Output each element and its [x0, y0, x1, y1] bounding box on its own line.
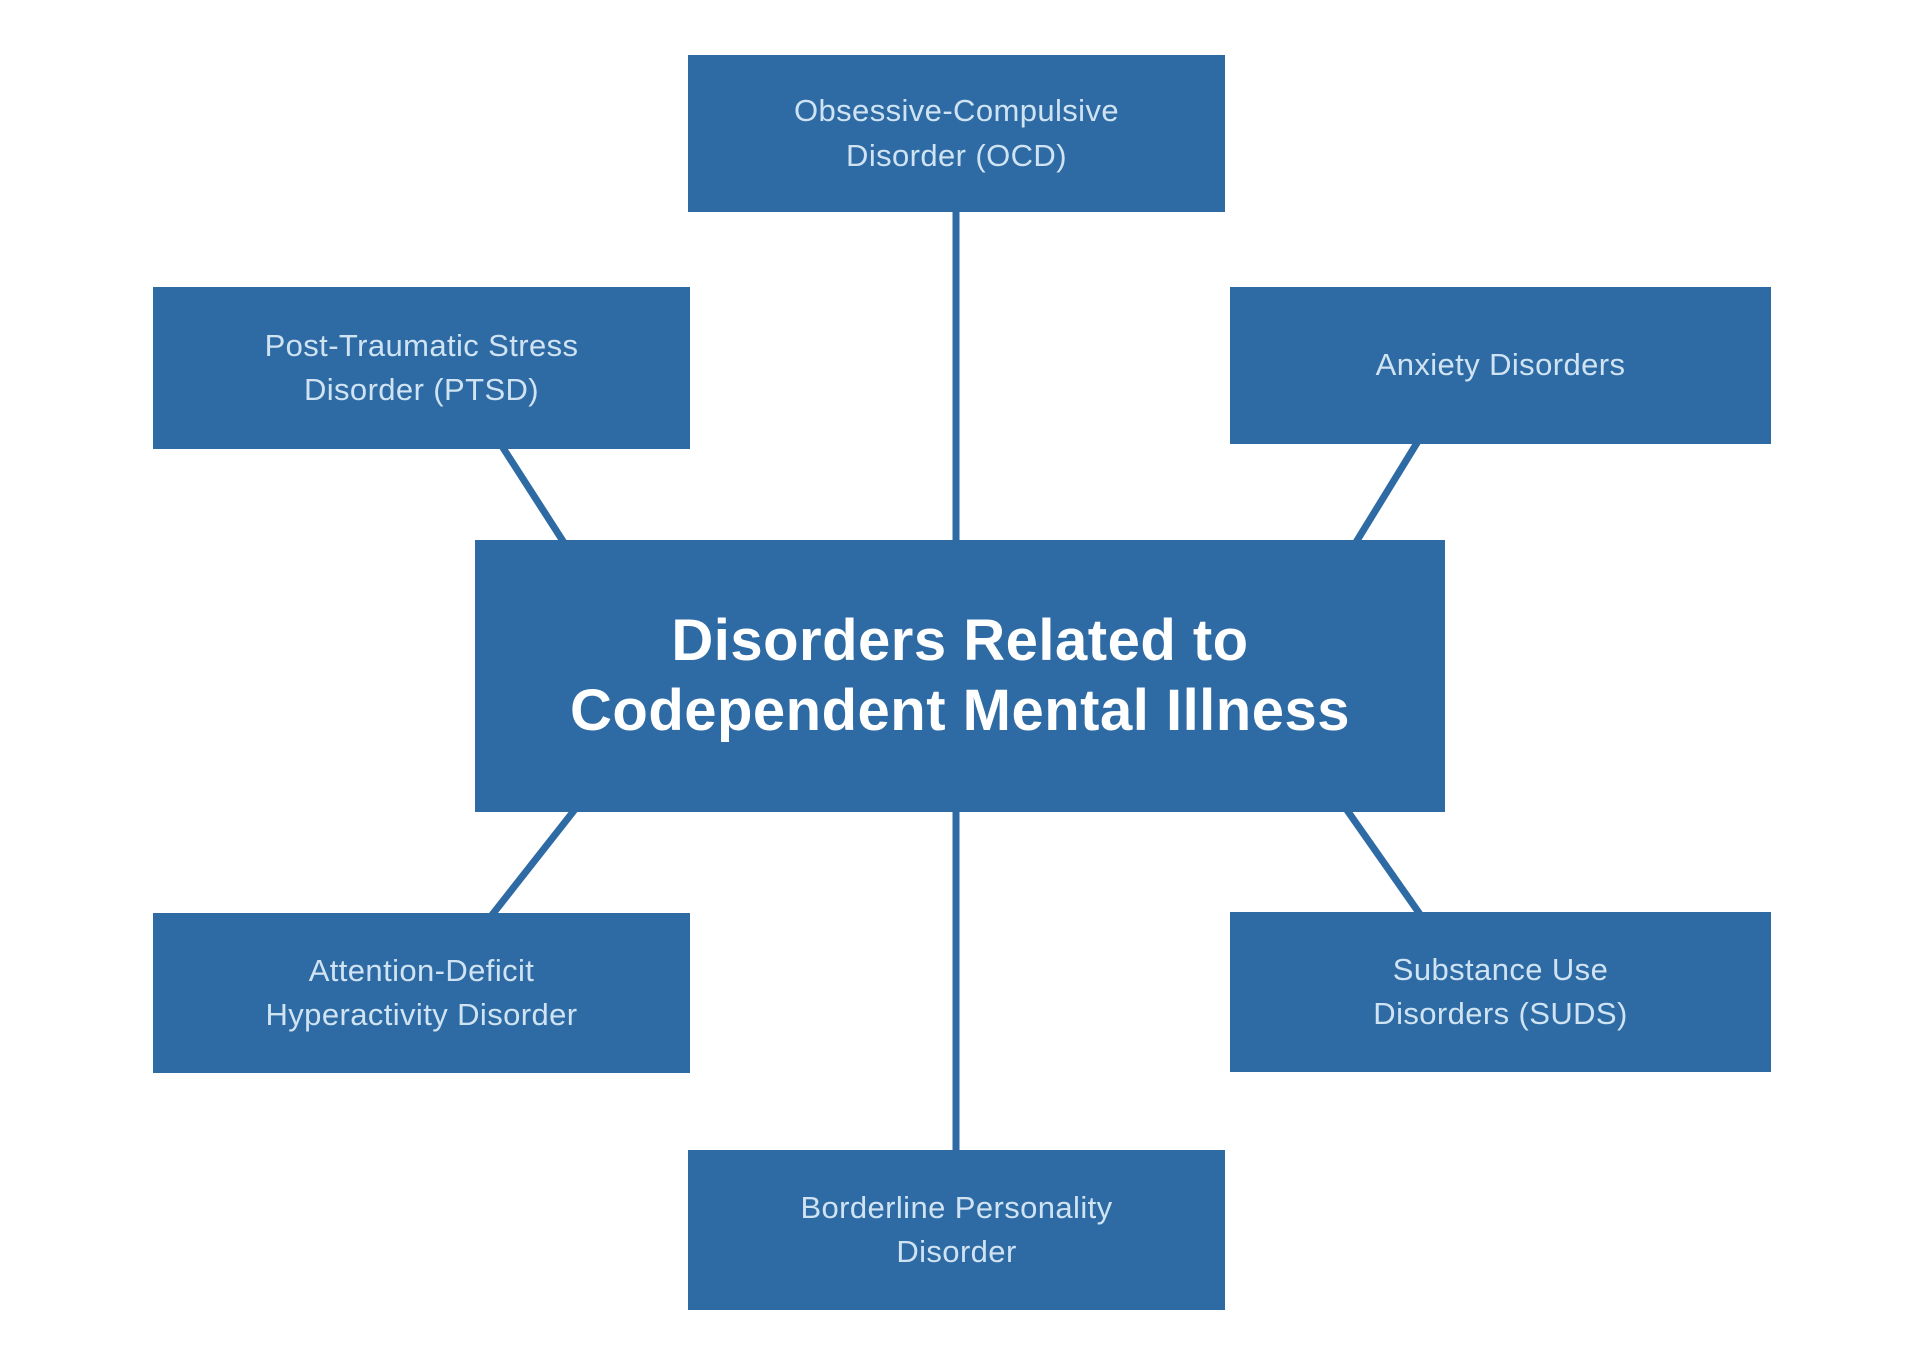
node-anxiety-line1: Anxiety Disorders — [1375, 347, 1626, 383]
node-bpd: Borderline Personality Disorder — [688, 1150, 1225, 1310]
connector-anxiety-center — [1347, 436, 1423, 554]
node-suds: Substance Use Disorders (SUDS) — [1230, 912, 1771, 1072]
node-center-title: Disorders Related to Codependent Mental … — [475, 540, 1445, 812]
node-ocd: Obsessive-Compulsive Disorder (OCD) — [688, 55, 1225, 212]
node-ocd-line1: Obsessive-Compulsive — [794, 93, 1119, 129]
connector-ptsd-center — [495, 438, 573, 554]
connector-adhd-center — [485, 800, 583, 923]
node-ocd-line2: Disorder (OCD) — [846, 137, 1067, 173]
node-suds-line2: Disorders (SUDS) — [1373, 996, 1628, 1031]
node-adhd-line1: Attention-Deficit — [308, 952, 535, 988]
node-bpd-line1: Borderline Personality — [800, 1189, 1113, 1225]
node-ptsd-line1: Post-Traumatic Stress — [264, 327, 579, 363]
node-suds-line1: Substance Use — [1392, 951, 1609, 987]
node-anxiety: Anxiety Disorders — [1230, 287, 1771, 444]
center-title-line2: Codependent Mental Illness — [570, 678, 1350, 743]
node-ptsd-line2: Disorder (PTSD) — [303, 372, 540, 407]
node-adhd: Attention-Deficit Hyperactivity Disorder — [153, 913, 690, 1073]
node-adhd-line2: Hyperactivity Disorder — [265, 997, 578, 1032]
node-bpd-line2: Disorder — [896, 1234, 1017, 1269]
node-ptsd: Post-Traumatic Stress Disorder (PTSD) — [153, 287, 690, 449]
connector-suds-center — [1339, 800, 1427, 923]
center-title-line1: Disorders Related to — [671, 608, 1249, 674]
